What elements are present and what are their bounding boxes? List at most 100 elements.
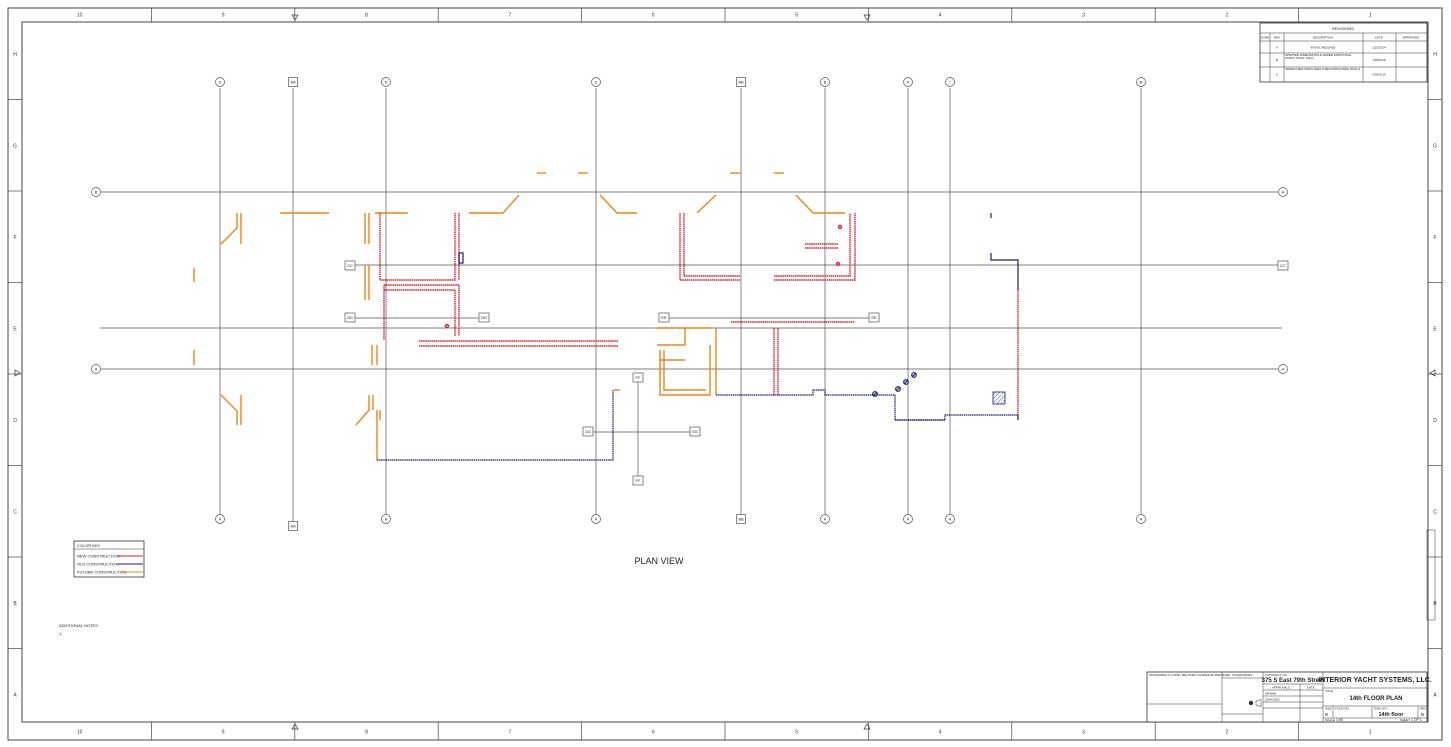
zone-column-label: 2 — [1226, 13, 1229, 19]
bubble-label: E — [595, 80, 598, 85]
rev-header-date: DATE — [1375, 36, 1383, 40]
zone-row-label: C — [1433, 509, 1437, 515]
projection-cone — [1255, 699, 1262, 707]
grid-bubble-top-d: D — [215, 77, 225, 87]
zone-column-label: 10 — [77, 730, 83, 736]
zone-row-label: D — [13, 418, 17, 424]
tag-label: FF — [636, 478, 641, 483]
projection-symbol — [1248, 700, 1254, 706]
size-value: B — [1325, 712, 1328, 717]
centering-arrow — [863, 14, 871, 21]
tag-ee-left: EE — [658, 312, 670, 323]
rev-c-date: 2/26/2015 — [1372, 73, 1386, 77]
tag-ff-bottom: FF — [632, 475, 644, 486]
centering-arrow — [1429, 369, 1436, 377]
tag-ff-top: FF — [632, 372, 644, 383]
bubble-label: I — [949, 80, 950, 85]
centering-arrow — [291, 14, 299, 21]
zone-row-label: E — [13, 326, 17, 332]
bubble-label: A — [824, 517, 827, 522]
zone-column-label: 5 — [795, 13, 798, 19]
zone-column-label: 5 — [795, 730, 798, 736]
grid-bubble-bottom-a5: A — [903, 514, 913, 524]
rev-label: REV — [1420, 707, 1426, 711]
note-item: 1. — [59, 631, 62, 636]
zone-column-label: 4 — [939, 13, 942, 19]
bubble-label: A — [385, 517, 388, 522]
tag-gg-left: GG — [582, 426, 594, 437]
rev-b: B — [1276, 58, 1278, 62]
grid-bubble-top-d2: D — [381, 77, 391, 87]
tag-label: FF — [636, 375, 641, 380]
legend-label-old: OLD CONSTRUCTION — [77, 562, 119, 567]
bubble-label: BB — [738, 517, 744, 522]
grid-bubble-top-b: B — [820, 77, 830, 87]
bubble-label: D — [385, 80, 388, 85]
rev-a: A — [1276, 46, 1278, 50]
grid-bubble-left-b: B — [91, 187, 101, 197]
grid-bubble-right-a1: A — [1278, 187, 1288, 197]
bubble-label: A — [1140, 517, 1143, 522]
zone-row-label: C — [13, 509, 17, 515]
zone-column-label: 7 — [509, 13, 512, 19]
sheet-value: 1 OF 1 — [1411, 718, 1422, 722]
zone-row-label: G — [13, 143, 17, 149]
tag-label: CC — [347, 263, 353, 268]
drawing-title: 14th FLOOR PLAN — [1349, 696, 1402, 702]
grid-bubble-top-b2: B — [1136, 77, 1146, 87]
grid-bubble-bottom-a4: A — [820, 514, 830, 524]
rev-c-description: ADDED NEW GRID LINES & RECONFIGURED WALL… — [1285, 68, 1361, 71]
zone-row-label: F — [1433, 235, 1436, 241]
bubble-label: AA — [290, 524, 296, 529]
tag-dd-left: DD — [344, 312, 356, 323]
zone-column-label: 6 — [652, 730, 655, 736]
bubble-label: A — [219, 517, 222, 522]
dwg-label: DWG NO. — [1374, 707, 1388, 711]
grid-bubble-top-f: F — [903, 77, 913, 87]
bubble-label: BB — [738, 80, 744, 85]
floor-value: 14th floor — [1378, 712, 1404, 718]
side-stamp-box — [1426, 529, 1436, 621]
zone-column-label: 1 — [1369, 730, 1372, 736]
rev-c: C — [1276, 73, 1279, 77]
grid-lines — [100, 88, 1282, 521]
bubble-label: D — [219, 80, 222, 85]
zone-column-label: 10 — [77, 13, 83, 19]
zone-column-label: 9 — [222, 730, 225, 736]
grid-bubble-bottom-a1: A — [215, 514, 225, 524]
grid-bubble-top-e: E — [591, 77, 601, 87]
zone-column-label: 1 — [1369, 13, 1372, 19]
tag-label: CC — [1280, 263, 1286, 268]
rev-value: B — [1421, 712, 1424, 717]
title-block: STANDARDS & CODE / RELATED COVERAGE SPEC… — [1146, 671, 1432, 723]
outer-border — [7, 7, 1443, 741]
grid-bubble-top-aa: AA — [288, 77, 298, 87]
zone-column-label: 3 — [1082, 13, 1085, 19]
scale-value: 1:90 — [1336, 718, 1343, 722]
bubble-label: B — [1140, 80, 1143, 85]
centering-arrow — [14, 369, 21, 377]
zone-column-label: 2 — [1226, 730, 1229, 736]
bubble-label: AA — [290, 80, 296, 85]
zone-column-label: 7 — [509, 730, 512, 736]
rev-header-approved: APPROVED — [1403, 36, 1421, 40]
legend-title: COLOR KEY — [77, 543, 101, 548]
grid-bubble-bottom-a6: A — [945, 514, 955, 524]
project-name: 375 S East 79th Street — [1262, 678, 1325, 684]
zone-column-label: 9 — [222, 13, 225, 19]
inner-border — [21, 21, 1429, 723]
zone-row-label: E — [1433, 326, 1437, 332]
zone-row-label: H — [1433, 52, 1437, 58]
tag-ee-right: EE — [868, 312, 880, 323]
bubble-label: B — [95, 190, 98, 195]
notes-title: ADDITIONAL NOTES: — [59, 623, 99, 628]
bubble-label: A — [1282, 190, 1285, 195]
rev-b-date: 1/20/2015 — [1372, 58, 1386, 62]
zone-row-label: F — [13, 235, 16, 241]
rev-header-zone: ZONE — [1261, 36, 1269, 40]
zone-row-label: A — [1433, 692, 1437, 698]
zone-row-label: B — [1433, 601, 1437, 607]
zone-column-label: 8 — [365, 13, 368, 19]
legend-label-new: NEW CONSTRUCTION — [77, 554, 120, 559]
